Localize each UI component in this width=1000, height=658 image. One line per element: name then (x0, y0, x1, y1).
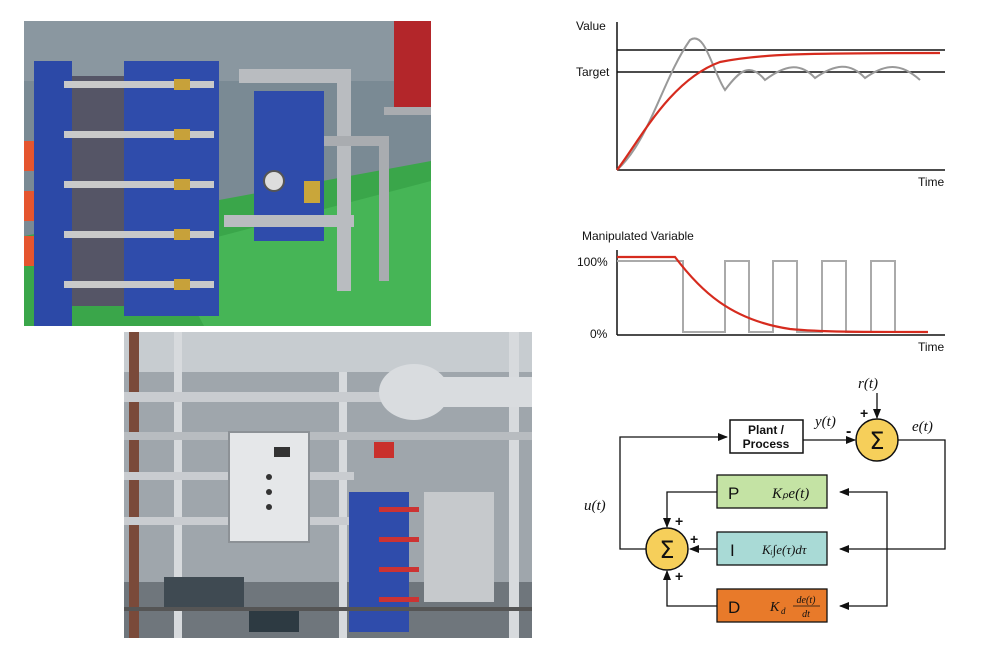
photo-plate-heat-exchanger (24, 21, 431, 326)
chart1-ylabel: Value (576, 19, 606, 33)
chart-manipulated-variable: Manipulated Variable 100% 0% Time (577, 229, 945, 354)
chart2-smooth-series (617, 255, 929, 334)
pid-error-minus: - (846, 423, 851, 440)
pid-block-diagram: r(t) Σ + - e(t) Plant / Process y(t) P K… (584, 376, 946, 623)
pid-error-sigma: Σ (869, 427, 884, 455)
pid-error-to-i-arrow (839, 439, 946, 553)
chart2-on-off-series (617, 260, 928, 333)
chart2-ylabel: Manipulated Variable (582, 229, 694, 243)
pid-y-label: y(t) (813, 414, 836, 430)
pid-output-sigma: Σ (659, 536, 674, 564)
p-block (716, 474, 828, 509)
d-block-gain-sub: d (781, 606, 786, 616)
photo-process-skid (124, 332, 532, 638)
plant-label-line2: Process (743, 437, 790, 451)
i-block-term: Kᵢ∫e(τ)dτ (761, 542, 808, 558)
pid-u-arrow (619, 433, 728, 550)
p-block-letter: P (728, 484, 739, 503)
pid-error-plus: + (860, 405, 868, 421)
i-block-letter: I (730, 541, 735, 560)
d-block-gain: K (769, 600, 780, 615)
chart-value-vs-time: Value Target Time (576, 19, 945, 189)
d-block-letter: D (728, 598, 740, 617)
chart1-oscillating-series (616, 37, 921, 171)
pid-error-to-d-arrow (839, 549, 888, 610)
pid-output-plus-bottom: + (675, 568, 683, 584)
pid-e-label: e(t) (912, 419, 933, 435)
d-to-sum-arrow (663, 570, 717, 607)
pid-u-label: u(t) (584, 498, 606, 514)
pid-error-to-p-arrow (839, 488, 888, 549)
plant-label-line1: Plant / (748, 423, 785, 437)
chart2-label-100: 100% (577, 255, 608, 269)
pid-output-plus-right: + (690, 531, 698, 547)
d-block (716, 588, 828, 623)
pid-r-label: r(t) (858, 376, 878, 392)
p-block-term: Kₚe(t) (771, 486, 809, 502)
p-to-sum-arrow (663, 491, 717, 528)
chart2-xlabel: Time (918, 340, 945, 354)
d-block-denominator: dt (802, 609, 810, 620)
plant-process-block (729, 419, 804, 454)
chart1-smooth-series (616, 51, 941, 171)
chart1-xlabel: Time (918, 175, 945, 189)
pid-output-plus-top: + (675, 513, 683, 529)
i-block (716, 531, 828, 566)
d-block-numerator: de(t) (797, 595, 817, 606)
chart1-target-label: Target (576, 65, 610, 79)
chart2-label-0: 0% (590, 327, 608, 341)
